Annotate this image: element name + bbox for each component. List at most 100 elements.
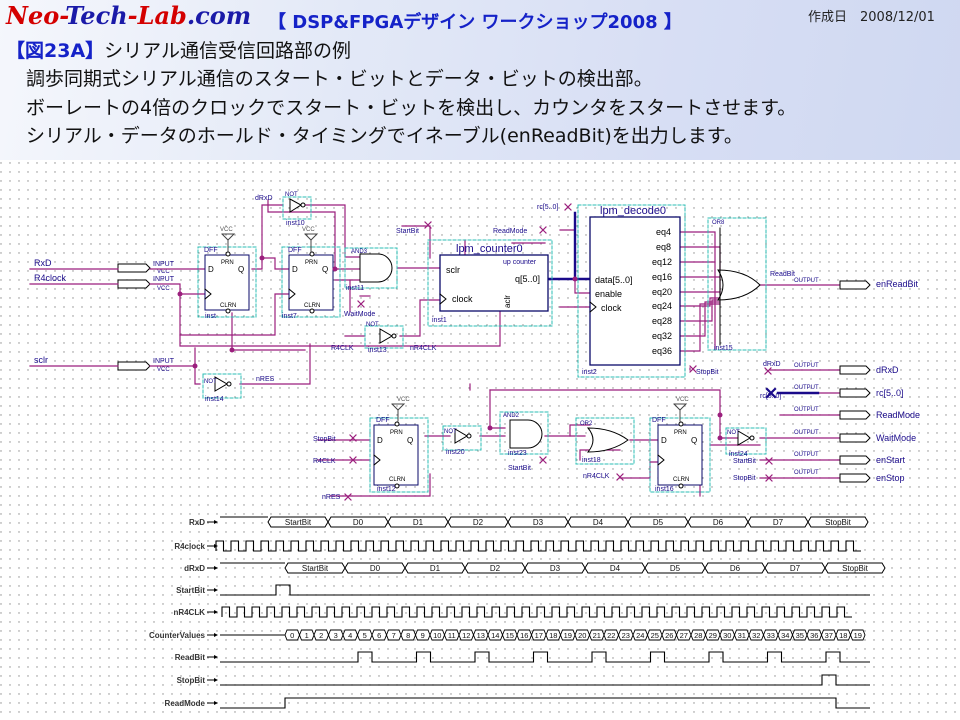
not-gate-inst10[interactable]: NOT inst10 dRxD xyxy=(255,192,312,227)
rxd-bus-segment xyxy=(807,516,869,528)
net-readmode: ReadMode xyxy=(493,228,527,235)
bus-wires xyxy=(546,211,820,395)
input-pin-r4clock[interactable]: R4clock INPUT VCC xyxy=(29,273,175,292)
input-pin-sclr[interactable]: sclr INPUT VCC xyxy=(29,355,175,373)
site-brand-logo[interactable]: Neo-Tech-Lab.com xyxy=(6,1,251,30)
counter-value: 34 xyxy=(781,631,789,640)
vcc-label: VCC xyxy=(157,269,170,275)
not-gate-inst13[interactable]: NOT inst13 R4CLK nR4CLK xyxy=(331,322,437,354)
inst-label: inst14 xyxy=(205,396,224,403)
vcc-label: VCC xyxy=(157,286,170,292)
input-r4clock-label: R4clock xyxy=(34,273,67,283)
header: Neo-Tech-Lab.com 【 DSP&FPGAデザイン ワークショップ2… xyxy=(0,0,960,160)
output-pin-drxd[interactable]: OUTPUT dRxD xyxy=(794,363,899,375)
junction-dots xyxy=(177,255,723,441)
dff-inst[interactable]: DFF D Q PRN CLRN inst VCC xyxy=(197,227,257,320)
output-pin-rc[interactable]: OUTPUT rc[5..0] xyxy=(794,385,904,398)
drxd-bus-segment-label: D4 xyxy=(610,564,621,573)
clrn-label: CLRN xyxy=(673,477,689,483)
clrn-label: CLRN xyxy=(220,303,236,309)
dff-inst12[interactable]: DFF D Q PRN CLRN inst12 VCC StopBit R4CL… xyxy=(313,397,429,501)
rxd-bus-segment-label: D6 xyxy=(713,518,724,527)
counter-port-aclr: aclr xyxy=(503,295,512,308)
counter-value: 10 xyxy=(433,631,441,640)
counter-block[interactable]: lpm_counter0 up counter sclr clock q[5..… xyxy=(396,204,558,327)
output-drxd-label: dRxD xyxy=(876,365,899,375)
output-rc-label: rc[5..0] xyxy=(876,388,904,398)
counter-value: 5 xyxy=(363,631,367,640)
output-readmode-label: ReadMode xyxy=(876,410,920,420)
creation-date: 作成日 2008/12/01 xyxy=(808,10,935,25)
and2-gate-inst23[interactable]: AND2 inst23 StartBit xyxy=(499,411,549,472)
signal-label: ReadMode xyxy=(165,699,206,708)
decoder-out-eq28: eq28 xyxy=(652,316,672,326)
not-gate-inst24[interactable]: NOT inst24 StartBit StopBit xyxy=(725,427,767,482)
signal-arrow-head xyxy=(214,678,218,682)
and2-label: AND2 xyxy=(503,413,520,419)
description-line-1: 調歩同期式シリアル通信のスタート・ビットとデータ・ビットの検出部。 xyxy=(26,68,653,90)
inst-label: inst11 xyxy=(346,285,364,292)
drxd-bus-segment-label: StopBit xyxy=(842,564,869,573)
output-tag: OUTPUT xyxy=(794,363,819,369)
output-pin-waitmode[interactable]: OUTPUT WaitMode xyxy=(794,430,916,443)
drxd-bus-segment-label: D5 xyxy=(670,564,681,573)
dff-inst16[interactable]: DFF D Q PRN CLRN inst16 VCC xyxy=(649,397,711,493)
timing-diagram: RxDR4clockdRxDStartBitnR4CLKCounterValue… xyxy=(149,516,886,709)
net-drxd: dRxD xyxy=(255,195,273,202)
figure-title: 【図23A】シリアル通信受信回路部の例 xyxy=(6,36,351,63)
output-tag: OUTPUT xyxy=(794,278,819,284)
output-pin-enreadbit[interactable]: OUTPUT enReadBit xyxy=(794,278,919,290)
brand-com: .com xyxy=(186,1,252,30)
and3-gate-inst11[interactable]: AND3 inst11 WaitMode xyxy=(344,247,398,318)
wires xyxy=(149,199,841,497)
dff-inst7[interactable]: DFF D Q PRN CLRN inst7 VCC xyxy=(281,227,341,320)
svg-text:Q: Q xyxy=(238,265,244,274)
drxd-bus-segment-label: D1 xyxy=(430,564,441,573)
counter-value: 22 xyxy=(607,631,615,640)
drxd-bus-segment-label: StartBit xyxy=(302,564,329,573)
output-pin-enstop[interactable]: OUTPUT enStop xyxy=(794,470,905,483)
decoder-title: lpm_decode0 xyxy=(600,205,666,217)
decoder-block[interactable]: lpm_decode0 data[5..0] enable clock eq4 … xyxy=(577,204,686,378)
or2-gate-inst18[interactable]: OR2 inst18 nR4CLK xyxy=(575,417,635,480)
dff-label: DFF xyxy=(652,417,666,424)
net-startbit: StartBit xyxy=(396,228,419,235)
or8-label: OR8 xyxy=(712,220,725,226)
counter-port-clock: clock xyxy=(452,294,473,304)
output-enstop-label: enStop xyxy=(876,473,905,483)
prn-label: PRN xyxy=(305,260,318,266)
net-nr4clk-lower: nR4CLK xyxy=(583,473,610,480)
counter-value: 9 xyxy=(421,631,425,640)
rxd-bus-segment-label: D0 xyxy=(353,518,364,527)
input-tag: INPUT xyxy=(153,276,175,283)
net-startbit-lower: StartBit xyxy=(508,465,531,472)
counter-value: 24 xyxy=(636,631,644,640)
input-rxd-label: RxD xyxy=(34,258,52,268)
or8-gate-inst15[interactable]: OR8 inst15 ReadBit StopBit dRxD rc[5..0] xyxy=(696,217,795,400)
counter-value: 17 xyxy=(535,631,543,640)
inst-label: inst xyxy=(205,313,216,320)
drxd-bus-segment-label: D7 xyxy=(790,564,801,573)
svg-text:D: D xyxy=(661,436,667,445)
net-readbit: ReadBit xyxy=(770,271,795,278)
counter-value: 20 xyxy=(578,631,586,640)
svg-text:D: D xyxy=(292,265,298,274)
signal-label: RxD xyxy=(189,518,205,527)
vcc-label: VCC xyxy=(220,227,233,233)
not-label: NOT xyxy=(285,192,298,198)
not-gate-inst14[interactable]: NOT inst14 nRES xyxy=(202,373,275,403)
counter-subtitle: up counter xyxy=(503,259,537,266)
net-nres-lower: nRES xyxy=(322,494,341,501)
dff-label: DFF xyxy=(376,417,390,424)
input-pin-rxd[interactable]: RxD INPUT VCC xyxy=(29,258,175,275)
counter-value: 4 xyxy=(348,631,352,640)
rxd-bus-segment-label: D3 xyxy=(533,518,544,527)
counter-value: 2 xyxy=(319,631,323,640)
output-pin-enstart[interactable]: OUTPUT enStart xyxy=(794,452,906,465)
output-enstart-label: enStart xyxy=(876,455,906,465)
output-pin-readmode[interactable]: OUTPUT ReadMode xyxy=(794,407,920,420)
not-gate-inst20[interactable]: NOT inst20 xyxy=(442,425,482,456)
counter-value: 19 xyxy=(854,631,862,640)
dff-label: DFF xyxy=(288,247,302,254)
counter-value: 25 xyxy=(651,631,659,640)
